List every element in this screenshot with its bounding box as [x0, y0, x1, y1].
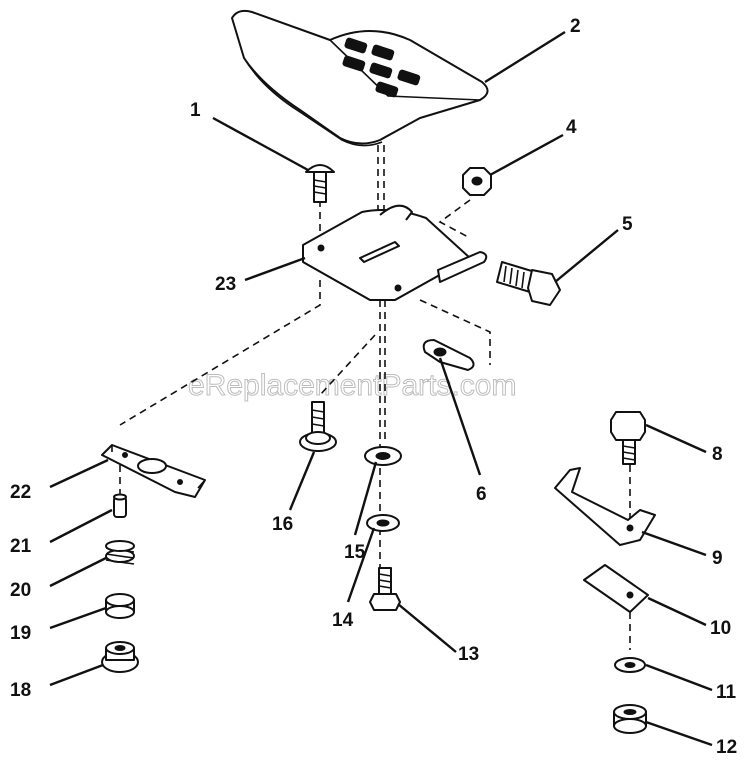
support-plate[interactable]	[583, 564, 649, 613]
callout-13: 13	[458, 644, 479, 665]
callout-19: 19	[10, 623, 31, 644]
callout-labels: 1 2 4 5 23 6 8 9 10 11 12 13 14 15 16 18…	[10, 16, 737, 758]
callout-9: 9	[712, 548, 723, 569]
hex-bolt-lower[interactable]	[369, 567, 401, 611]
washer-right[interactable]	[614, 657, 646, 673]
callout-8: 8	[712, 444, 723, 465]
hex-bolt-right[interactable]	[610, 411, 646, 465]
callout-5: 5	[622, 214, 633, 235]
shoulder-bolt[interactable]	[299, 401, 337, 452]
hex-bolt[interactable]	[496, 261, 561, 306]
spring[interactable]	[105, 540, 135, 565]
washer-small[interactable]	[366, 514, 400, 532]
seat-plate[interactable]	[302, 204, 488, 301]
callout-20: 20	[10, 580, 31, 601]
callout-23: 23	[215, 274, 236, 295]
callout-2: 2	[570, 16, 581, 37]
pivot-bracket[interactable]	[101, 444, 206, 498]
callout-6: 6	[476, 484, 487, 505]
callout-16: 16	[272, 514, 293, 535]
callout-15: 15	[344, 542, 366, 563]
callout-22: 22	[10, 482, 31, 503]
leader-lines	[49, 30, 713, 747]
callout-4: 4	[566, 117, 577, 138]
seat[interactable]	[231, 9, 489, 147]
callout-10: 10	[710, 618, 731, 639]
callout-1: 1	[190, 100, 201, 121]
mounting-bracket[interactable]	[554, 467, 656, 546]
callout-11: 11	[716, 682, 737, 703]
flange-nut[interactable]	[101, 641, 139, 673]
spring-clip[interactable]	[422, 339, 475, 371]
callout-18: 18	[10, 680, 31, 701]
hex-nut[interactable]	[462, 167, 492, 196]
callout-12: 12	[716, 737, 737, 758]
callout-21: 21	[10, 536, 32, 557]
watermark: eReplacementParts.com	[188, 369, 516, 402]
pin[interactable]	[113, 493, 127, 518]
lock-nut[interactable]	[613, 704, 647, 734]
carriage-bolt[interactable]	[305, 164, 335, 203]
bushing[interactable]	[105, 593, 135, 619]
washer-large[interactable]	[364, 446, 402, 466]
callout-14: 14	[332, 610, 354, 631]
